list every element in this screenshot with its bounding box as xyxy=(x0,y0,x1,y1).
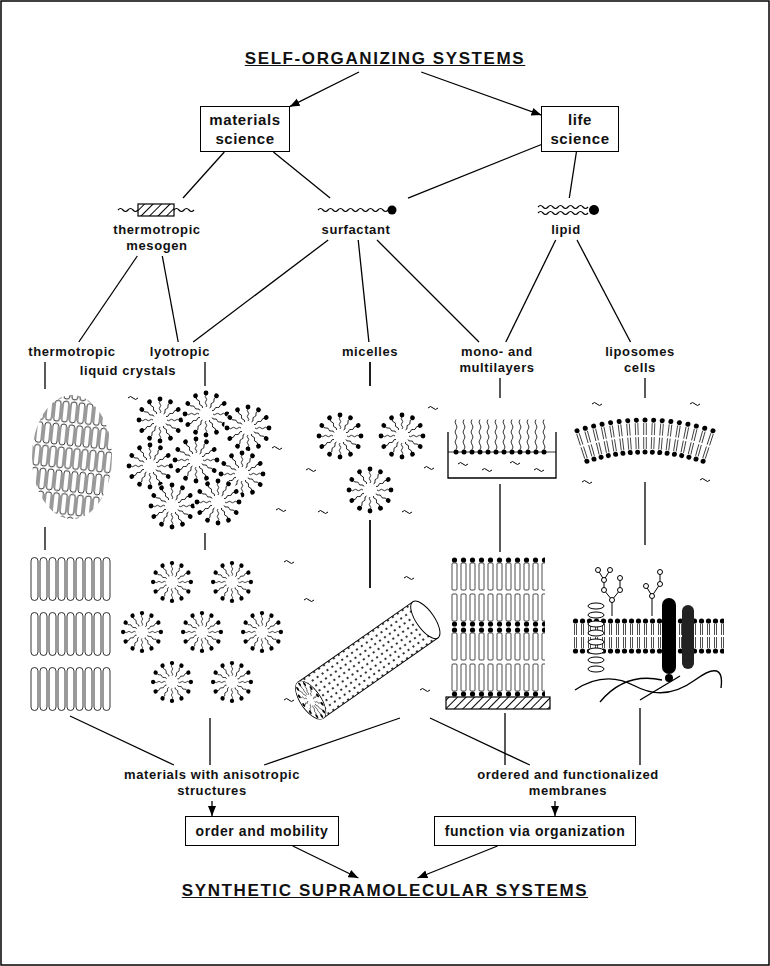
spherical-micelles xyxy=(316,412,426,514)
connector-line xyxy=(577,240,631,342)
connector-line xyxy=(79,256,138,342)
liposome-bilayer xyxy=(574,418,716,465)
concept-box: function via organization xyxy=(434,816,637,846)
node-text: thermotropic xyxy=(28,344,115,360)
hexagonal-lyotropic-phase xyxy=(120,560,283,703)
molecule-type: surfactant xyxy=(304,198,408,240)
node-text: micelles xyxy=(342,344,398,360)
node-text: lyotropic xyxy=(150,344,210,360)
phase-name: micelles xyxy=(338,342,402,362)
node-text: ordered and functionalized membranes xyxy=(452,767,684,799)
node-text: SYNTHETIC SUPRAMOLECULAR SYSTEMS xyxy=(182,880,588,902)
node-text: surfactant xyxy=(308,222,404,238)
connector-line xyxy=(358,240,369,342)
title-heading: SELF-ORGANIZING SYSTEMS xyxy=(241,46,529,72)
phase-name: thermotropic xyxy=(24,342,119,362)
field-box: materials science xyxy=(200,106,289,152)
molecule-type: thermotropic mesogen xyxy=(105,198,209,256)
connector-line xyxy=(162,256,178,342)
smectic-phase xyxy=(30,557,111,711)
cell-membrane xyxy=(572,568,724,703)
arrow xyxy=(554,801,555,816)
nematic-phase xyxy=(32,395,112,519)
connector-line xyxy=(45,362,174,765)
phase-name: lyotropic xyxy=(146,342,214,362)
result-label: materials with anisotropic structures xyxy=(92,765,332,801)
surfactant-icon xyxy=(318,206,397,215)
phase-name-shared: liquid crystals xyxy=(80,363,176,379)
node-text: function via organization xyxy=(445,822,626,840)
arrow xyxy=(293,846,359,878)
node-text: SELF-ORGANIZING SYSTEMS xyxy=(245,48,525,70)
node-text: lipid xyxy=(530,222,602,238)
connector-line xyxy=(569,152,576,198)
connector-line xyxy=(183,152,224,198)
connector-line xyxy=(370,362,530,765)
connector-line xyxy=(205,362,210,765)
connector-line xyxy=(193,240,328,342)
connector-line xyxy=(408,145,541,199)
node-text: materials science xyxy=(209,110,280,148)
phase-name: mono- and multilayers xyxy=(455,342,538,378)
rod-micelle xyxy=(290,597,446,724)
field-box: life science xyxy=(541,106,618,152)
monolayer-trough xyxy=(448,420,556,479)
arrow xyxy=(418,846,498,878)
node-text: materials with anisotropic structures xyxy=(96,767,328,799)
connector-line xyxy=(500,378,505,765)
connector-line xyxy=(264,362,400,765)
langmuir-blodgett-multilayer xyxy=(446,557,550,709)
phase-name: liposomes cells xyxy=(601,342,679,378)
cubic-lyotropic-phase xyxy=(126,390,272,530)
lipid-icon xyxy=(538,205,599,215)
connector-line xyxy=(506,240,556,342)
conclusion-heading: SYNTHETIC SUPRAMOLECULAR SYSTEMS xyxy=(178,878,592,904)
arrow xyxy=(211,801,212,816)
connector-line xyxy=(640,378,645,765)
result-label: ordered and functionalized membranes xyxy=(448,765,688,801)
mesogen-icon xyxy=(118,204,194,216)
concept-box: order and mobility xyxy=(185,816,340,846)
node-text: mono- and multilayers xyxy=(459,344,534,376)
molecule-type: lipid xyxy=(526,198,606,240)
node-text: thermotropic mesogen xyxy=(109,222,205,254)
arrow xyxy=(421,72,541,115)
water-marks xyxy=(128,397,710,708)
node-text: liposomes cells xyxy=(605,344,675,376)
arrow xyxy=(290,72,359,107)
connector-line xyxy=(273,152,330,198)
node-text: order and mobility xyxy=(196,822,329,840)
node-text: life science xyxy=(550,110,609,148)
connector-line xyxy=(377,240,479,342)
